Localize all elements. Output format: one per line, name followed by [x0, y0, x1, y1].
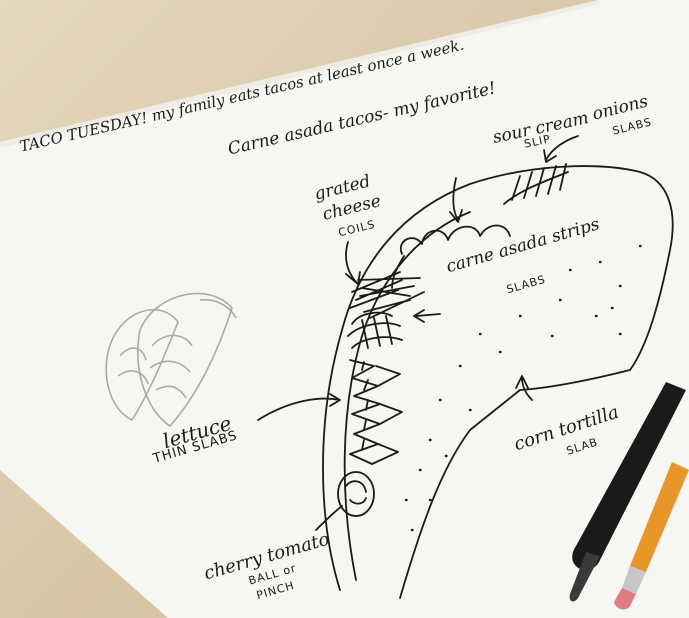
lettuce-drawing	[350, 360, 380, 464]
pencil-taco-sketch	[106, 294, 236, 426]
tomato-drawing	[338, 472, 374, 516]
carne-asada-drawing	[348, 313, 402, 348]
tortilla-outline	[323, 166, 673, 598]
